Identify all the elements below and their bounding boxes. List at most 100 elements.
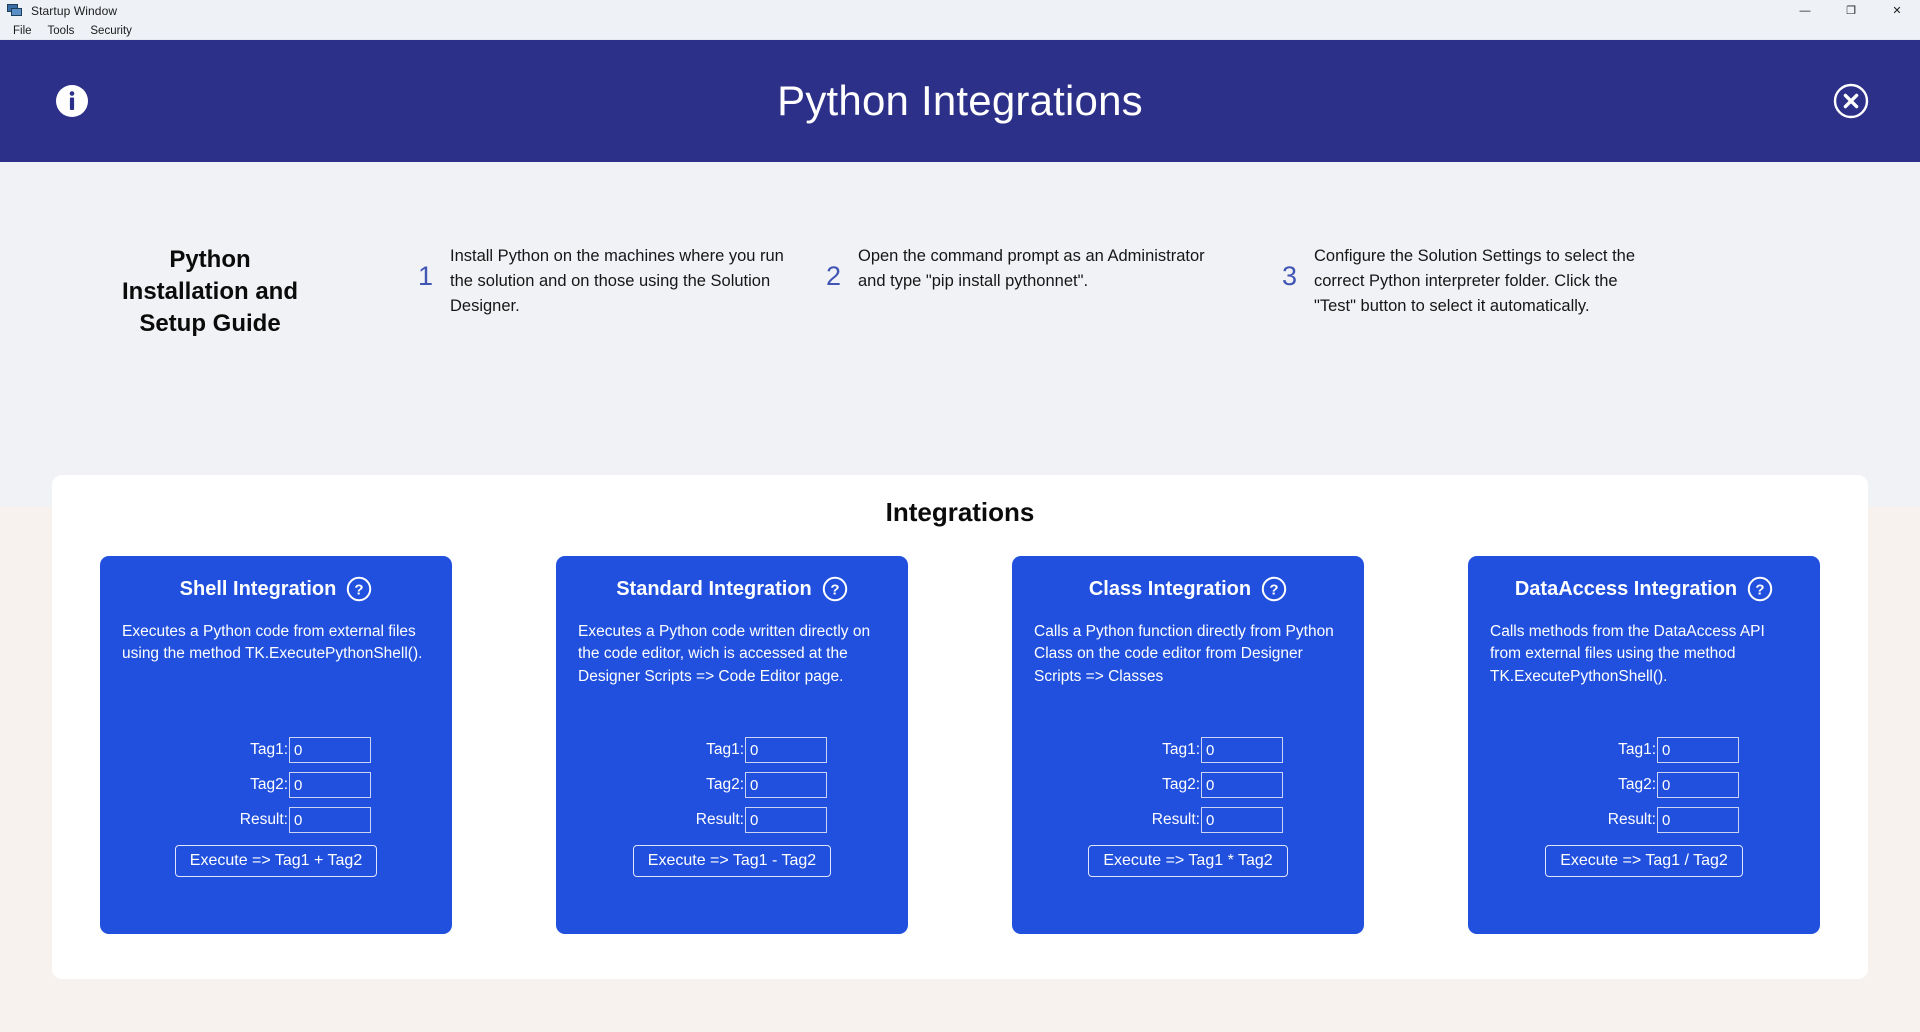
help-icon[interactable]: ? [822, 576, 848, 602]
guide-step-3: 3 Configure the Solution Settings to sel… [1282, 244, 1662, 319]
result-input[interactable] [1201, 807, 1283, 833]
app-banner: Python Integrations [0, 40, 1920, 162]
field-row-result: Result: [1490, 807, 1798, 833]
integration-card-shell: Shell Integration ? Executes a Python co… [100, 556, 452, 934]
tag2-input[interactable] [1657, 772, 1739, 798]
field-label: Result: [1151, 811, 1200, 828]
menu-item-security[interactable]: Security [90, 24, 132, 37]
card-fields: Tag1: Tag2: Result: [122, 737, 430, 833]
window-titlebar: Startup Window — ❐ ✕ [0, 0, 1920, 22]
step-number: 2 [826, 261, 842, 291]
svg-text:?: ? [355, 582, 364, 599]
guide-heading-line-1: Python [169, 246, 251, 273]
guide-step-2: 2 Open the command prompt as an Administ… [826, 244, 1206, 294]
integrations-section-title: Integrations [885, 497, 1035, 527]
card-description: Executes a Python code from external fil… [122, 623, 423, 663]
maximize-button[interactable]: ❐ [1828, 0, 1874, 22]
tag1-input[interactable] [289, 737, 371, 763]
field-row-tag1: Tag1: [1490, 737, 1798, 763]
guide-heading: Python Installation and Setup Guide [0, 244, 390, 340]
card-header: DataAccess Integration ? [1490, 572, 1798, 606]
setup-guide-section: Python Installation and Setup Guide 1 In… [0, 162, 1920, 507]
tag1-input[interactable] [1201, 737, 1283, 763]
svg-text:?: ? [830, 582, 839, 599]
guide-step-1: 1 Install Python on the machines where y… [418, 244, 798, 319]
field-label: Tag2: [1618, 776, 1656, 793]
card-header: Shell Integration ? [122, 572, 430, 606]
field-row-tag2: Tag2: [122, 772, 430, 798]
field-label: Tag2: [250, 776, 288, 793]
window-close-button[interactable]: ✕ [1874, 0, 1920, 22]
field-label: Tag2: [1162, 776, 1200, 793]
close-icon: ✕ [1892, 4, 1902, 17]
tag1-input[interactable] [745, 737, 827, 763]
integration-card-standard: Standard Integration ? Executes a Python… [556, 556, 908, 934]
menubar: File Tools Security [0, 22, 1920, 40]
tag1-input[interactable] [1657, 737, 1739, 763]
field-label: Tag2: [706, 776, 744, 793]
card-fields: Tag1: Tag2: Result: [1490, 737, 1798, 833]
help-icon[interactable]: ? [346, 576, 372, 602]
window-title: Startup Window [31, 4, 118, 18]
tag2-input[interactable] [289, 772, 371, 798]
field-label: Tag1: [706, 741, 744, 758]
menu-item-file[interactable]: File [13, 24, 32, 37]
result-input[interactable] [745, 807, 827, 833]
integration-card-dataaccess: DataAccess Integration ? Calls methods f… [1468, 556, 1820, 934]
card-description: Executes a Python code written directly … [578, 623, 871, 685]
bottom-strip [0, 979, 1920, 1032]
field-row-tag1: Tag1: [122, 737, 430, 763]
page-title: Python Integrations [777, 77, 1143, 124]
card-description: Calls methods from the DataAccess API fr… [1490, 623, 1765, 685]
step-text: Install Python on the machines where you… [450, 247, 784, 316]
svg-text:?: ? [1270, 582, 1279, 599]
card-fields: Tag1: Tag2: Result: [1034, 737, 1342, 833]
integrations-panel: Integrations Shell Integration ? Execute… [52, 475, 1868, 979]
field-row-tag1: Tag1: [578, 737, 886, 763]
card-title: Shell Integration [179, 577, 337, 600]
execute-button[interactable]: Execute => Tag1 - Tag2 [632, 845, 832, 877]
integration-card-class: Class Integration ? Calls a Python funct… [1012, 556, 1364, 934]
execute-button[interactable]: Execute => Tag1 / Tag2 [1545, 845, 1743, 877]
card-header: Class Integration ? [1034, 572, 1342, 606]
card-title: Class Integration [1088, 577, 1252, 600]
info-icon[interactable] [55, 84, 89, 118]
field-row-tag2: Tag2: [1034, 772, 1342, 798]
integration-card-list: Shell Integration ? Executes a Python co… [52, 528, 1868, 934]
window-controls: — ❐ ✕ [1782, 0, 1920, 22]
field-row-tag2: Tag2: [578, 772, 886, 798]
field-row-result: Result: [578, 807, 886, 833]
guide-heading-line-2: Installation and [121, 277, 298, 305]
execute-button[interactable]: Execute => Tag1 * Tag2 [1088, 845, 1288, 877]
field-row-tag1: Tag1: [1034, 737, 1342, 763]
card-title: DataAccess Integration [1514, 577, 1738, 600]
minimize-button[interactable]: — [1782, 0, 1828, 22]
maximize-icon: ❐ [1846, 4, 1856, 17]
menu-item-tools[interactable]: Tools [47, 24, 75, 37]
minimize-icon: — [1799, 4, 1811, 17]
step-number: 3 [1282, 261, 1298, 291]
step-text: Open the command prompt as an Administra… [858, 247, 1205, 291]
result-input[interactable] [1657, 807, 1739, 833]
field-label: Result: [1607, 811, 1656, 828]
tag2-input[interactable] [745, 772, 827, 798]
step-text: Configure the Solution Settings to selec… [1314, 247, 1636, 316]
field-label: Tag1: [250, 741, 288, 758]
field-row-tag2: Tag2: [1490, 772, 1798, 798]
result-input[interactable] [289, 807, 371, 833]
field-label: Result: [695, 811, 744, 828]
close-circle-icon[interactable] [1832, 82, 1870, 120]
guide-heading-line-3: Setup Guide [139, 309, 281, 337]
app-window-icon [7, 3, 23, 19]
execute-button[interactable]: Execute => Tag1 + Tag2 [174, 845, 378, 877]
help-icon[interactable]: ? [1261, 576, 1287, 602]
field-label: Tag1: [1618, 741, 1656, 758]
step-number: 1 [418, 261, 434, 291]
tag2-input[interactable] [1201, 772, 1283, 798]
card-fields: Tag1: Tag2: Result: [578, 737, 886, 833]
svg-text:?: ? [1756, 582, 1765, 599]
card-description: Calls a Python function directly from Py… [1034, 623, 1334, 685]
help-icon[interactable]: ? [1747, 576, 1773, 602]
card-title: Standard Integration [616, 577, 812, 600]
field-label: Result: [239, 811, 288, 828]
